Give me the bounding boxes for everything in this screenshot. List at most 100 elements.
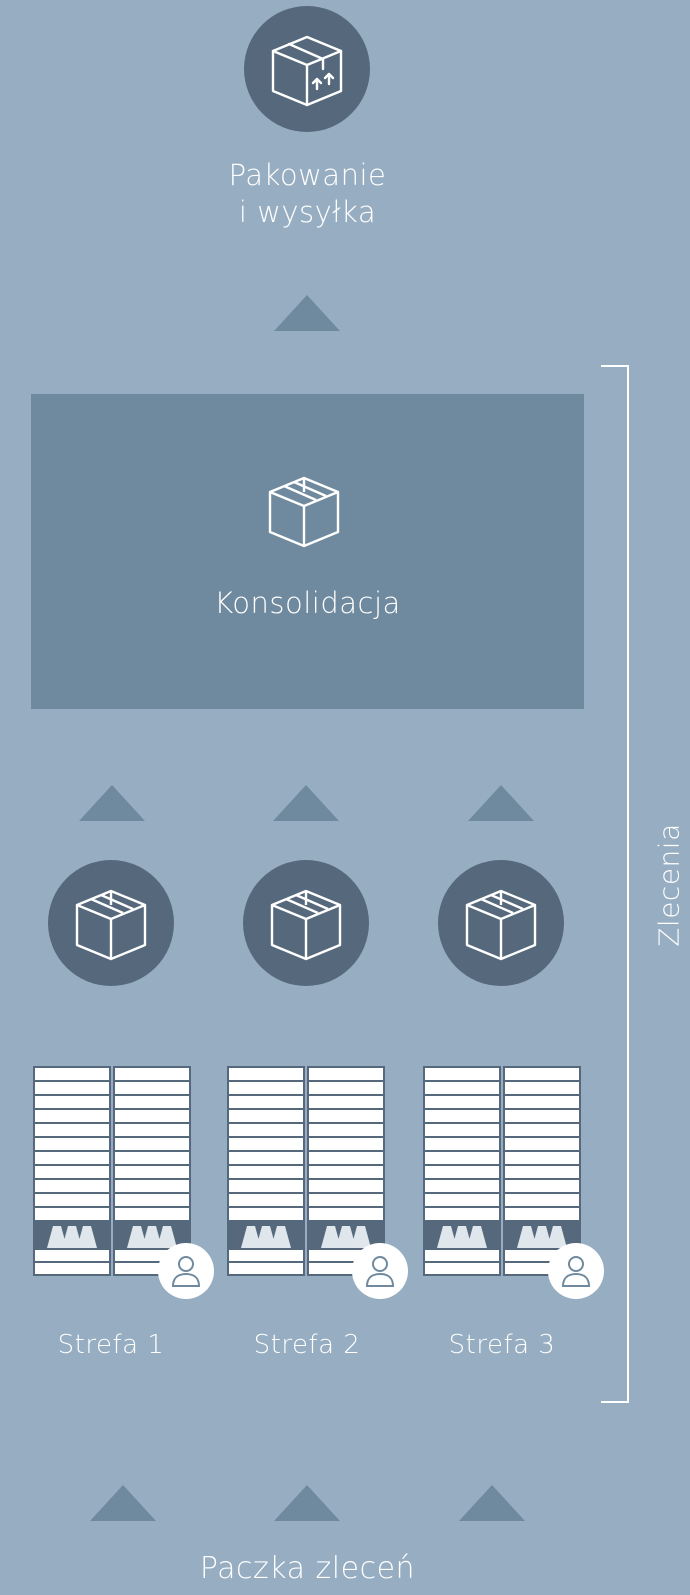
rack-shelf: [35, 1152, 109, 1164]
rack-shelf: [309, 1180, 383, 1192]
user-badge-zone-1: [158, 1243, 214, 1299]
pick-light: [517, 1226, 537, 1248]
rack-shelf: [35, 1096, 109, 1108]
rack-shelf: [229, 1138, 303, 1150]
orders-bracket: [601, 365, 629, 1403]
rack-shelf: [309, 1068, 383, 1080]
rack-shelf: [115, 1082, 189, 1094]
pick-light: [437, 1226, 457, 1248]
pick-light: [547, 1226, 567, 1248]
zone-1-label: Strefa 1: [57, 1330, 165, 1360]
rack-shelf: [425, 1068, 499, 1080]
rack-shelf: [425, 1208, 499, 1220]
pick-light: [142, 1226, 162, 1248]
pick-light: [351, 1226, 371, 1248]
user-icon: [171, 1256, 201, 1287]
rack-shelf: [35, 1138, 109, 1150]
rack-shelf: [309, 1194, 383, 1206]
pick-light: [452, 1226, 472, 1248]
rack-shelf: [115, 1263, 189, 1274]
pick-light: [157, 1226, 177, 1248]
zone-2-label: Strefa 2: [253, 1330, 361, 1360]
rack-shelf: [115, 1208, 189, 1220]
shelf-rack-zone-3: [423, 1066, 583, 1280]
rack-shelf: [35, 1194, 109, 1206]
rack-shelf: [115, 1194, 189, 1206]
arrow-up-batch-1: [90, 1485, 156, 1521]
rack-shelf: [35, 1250, 109, 1261]
rack-shelf: [229, 1180, 303, 1192]
rack-shelf: [115, 1110, 189, 1122]
user-icon: [561, 1256, 591, 1287]
packing-label-line1: Pakowanie: [228, 158, 387, 192]
zone-3-circle: [438, 860, 564, 986]
rack-shelf: [425, 1138, 499, 1150]
pick-light: [77, 1226, 97, 1248]
pick-light: [271, 1226, 291, 1248]
packing-circle: [244, 6, 370, 132]
box-icon: [268, 476, 340, 548]
shelf-rack-drawing: [227, 1066, 385, 1276]
user-badge-zone-3: [548, 1243, 604, 1299]
user-icon: [365, 1256, 395, 1287]
rack-shelf: [115, 1250, 189, 1261]
rack-shelf: [309, 1110, 383, 1122]
consolidation-panel: Konsolidacja: [31, 394, 584, 709]
rack-shelf: [35, 1263, 109, 1274]
shelf-rack-zone-2: [227, 1066, 387, 1280]
batch-label: Paczka zleceń: [199, 1551, 416, 1586]
rack-shelf: [425, 1096, 499, 1108]
rack-shelf: [505, 1180, 579, 1192]
rack-shelf: [425, 1263, 499, 1274]
rack-shelf: [505, 1082, 579, 1094]
box-icon: [75, 889, 147, 961]
pick-light: [62, 1226, 82, 1248]
packing-label: Pakowanie i wysyłka: [195, 157, 420, 231]
rack-shelf: [115, 1180, 189, 1192]
pick-light: [467, 1226, 487, 1248]
rack-shelf: [505, 1124, 579, 1136]
rack-shelf: [309, 1124, 383, 1136]
rack-shelf: [425, 1110, 499, 1122]
rack-shelf: [229, 1110, 303, 1122]
pick-light: [241, 1226, 261, 1248]
shelf-rack-drawing: [33, 1066, 191, 1276]
rack-shelf: [35, 1124, 109, 1136]
rack-shelf: [425, 1180, 499, 1192]
rack-shelf: [229, 1124, 303, 1136]
rack-shelf: [115, 1138, 189, 1150]
rack-shelf: [309, 1263, 383, 1274]
rack-shelf: [309, 1082, 383, 1094]
rack-shelf: [309, 1152, 383, 1164]
rack-shelf: [115, 1096, 189, 1108]
rack-shelf: [229, 1263, 303, 1274]
rack-shelf: [309, 1096, 383, 1108]
rack-shelf: [229, 1068, 303, 1080]
rack-shelf: [35, 1180, 109, 1192]
rack-shelf: [229, 1250, 303, 1261]
rack-shelf: [115, 1124, 189, 1136]
pick-light: [256, 1226, 276, 1248]
pick-light: [321, 1226, 341, 1248]
arrow-up-zone-1: [79, 785, 145, 821]
pick-light: [127, 1226, 147, 1248]
rack-shelf: [505, 1263, 579, 1274]
rack-shelf: [229, 1208, 303, 1220]
orders-label: Zlecenia: [652, 823, 686, 947]
rack-shelf: [425, 1152, 499, 1164]
rack-shelf: [35, 1208, 109, 1220]
rack-shelf: [505, 1096, 579, 1108]
pick-light: [336, 1226, 356, 1248]
pick-light: [532, 1226, 552, 1248]
rack-shelf: [505, 1166, 579, 1178]
rack-shelf: [115, 1152, 189, 1164]
rack-shelf: [309, 1138, 383, 1150]
arrow-up-zone-3: [468, 785, 534, 821]
packing-label-line2: i wysyłka: [238, 195, 377, 229]
rack-shelf: [505, 1194, 579, 1206]
rack-shelf: [309, 1250, 383, 1261]
rack-shelf: [229, 1096, 303, 1108]
rack-shelf: [505, 1068, 579, 1080]
rack-shelf: [309, 1208, 383, 1220]
rack-shelf: [35, 1166, 109, 1178]
